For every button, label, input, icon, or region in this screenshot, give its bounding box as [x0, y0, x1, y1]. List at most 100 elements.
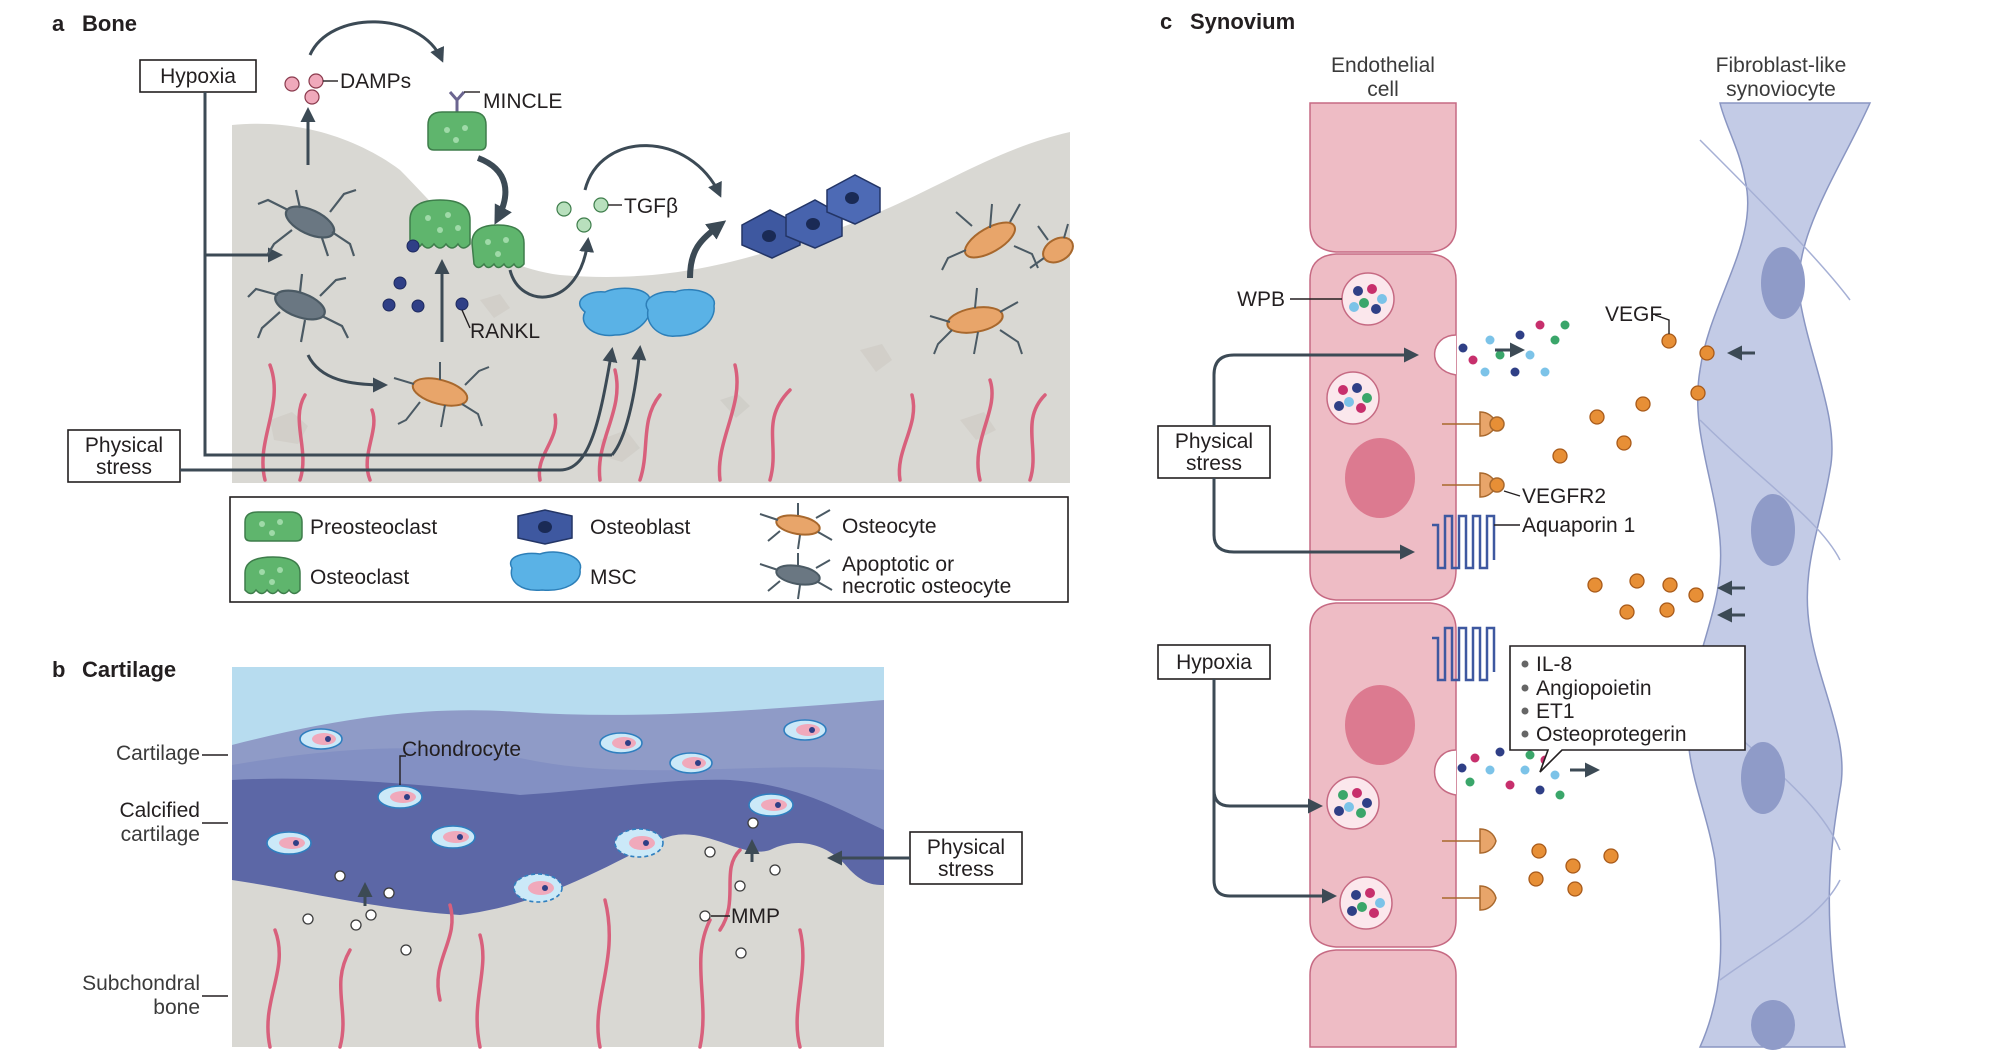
panel-b: b Cartilage	[52, 657, 1023, 1049]
legend-preosteoclast-label: Preosteoclast	[310, 516, 437, 539]
apoptotic-to-osteocyte-arrow	[306, 354, 388, 393]
osteoblasts	[741, 174, 881, 259]
legend-osteoblast: Osteoblast	[517, 509, 691, 545]
legend-osteoclast: Osteoclast	[244, 556, 409, 595]
osteocyte-4	[1029, 223, 1074, 269]
apoptotic-osteocyte-1	[257, 188, 357, 257]
factor-item-0: IL-8	[1536, 653, 1572, 676]
osteocyte-1	[393, 362, 490, 428]
panel-a: a Bone Hypoxia	[52, 11, 1074, 603]
osteocyte-3	[929, 287, 1023, 355]
rankl-dots	[382, 239, 469, 313]
bone-physical-stress-line2: stress	[96, 456, 152, 479]
aquaporin-1-top	[1432, 514, 1496, 570]
cartilage-vessels	[266, 848, 805, 1049]
osteocyte-2	[941, 203, 1039, 271]
bone-hypoxia-box	[139, 59, 257, 93]
hypoxia-arrow-2	[203, 92, 612, 457]
fibroblast-label-1: Fibroblast-like	[1716, 54, 1847, 77]
damps-group: DAMPs	[284, 20, 445, 165]
fibroblast-label-2: synoviocyte	[1726, 78, 1836, 101]
legend-msc: MSC	[509, 551, 637, 591]
endothelial-cells	[1309, 102, 1457, 1048]
mincle-label: MINCLE	[483, 90, 562, 113]
factor-item-3: Osteoprotegerin	[1536, 723, 1687, 746]
bone-physical-stress-line1: Physical	[85, 434, 163, 457]
fls-nucleus-2	[1751, 494, 1795, 566]
exocytosis-1	[1433, 320, 1570, 377]
synovium-hypoxia-label: Hypoxia	[1176, 651, 1252, 674]
synovium-stress-arrow-2	[1212, 478, 1415, 560]
tgfb-label: TGFβ	[624, 195, 678, 218]
calcified-label-2: cartilage	[121, 823, 200, 846]
legend-box	[229, 496, 1069, 603]
legend-osteocyte: Osteocyte	[759, 503, 937, 550]
panel-c: c Synovium Endothelial cell Fibroblast-l…	[1157, 9, 1872, 1050]
chondrocyte-label: Chondrocyte	[402, 738, 521, 761]
msc-arrow	[687, 220, 727, 279]
synovium-physical-stress-line1: Physical	[1175, 430, 1253, 453]
subchondral-label-2: bone	[153, 996, 200, 1019]
cartilage-physical-stress-line1: Physical	[927, 836, 1005, 859]
vegfr2-label: VEGFR2	[1522, 485, 1606, 508]
msc-cells	[578, 220, 727, 337]
endothelial-label-2: cell	[1367, 78, 1399, 101]
synovium-physical-stress-box	[1157, 425, 1271, 479]
stress-arrow-2	[610, 345, 647, 456]
nucleus-1	[1345, 438, 1415, 518]
aquaporin-label: Aquaporin 1	[1522, 514, 1635, 537]
nucleus-2	[1345, 685, 1415, 765]
legend-osteoclast-label: Osteoclast	[310, 566, 409, 589]
damps-curve-arrow	[308, 20, 445, 63]
wpb-label: WPB	[1237, 288, 1285, 311]
fls-nucleus-1	[1761, 247, 1805, 319]
fls-nucleus-3	[1741, 742, 1785, 814]
aquaporin-1-bottom	[1432, 626, 1496, 682]
rankl-label: RANKL	[470, 320, 540, 343]
legend-preosteoclast: Preosteoclast	[244, 511, 437, 542]
legend-osteocyte-label: Osteocyte	[842, 515, 937, 538]
synovium-physical-stress-line2: stress	[1186, 452, 1242, 475]
osteoclast-2	[471, 224, 525, 269]
endothelial-label-1: Endothelial	[1331, 54, 1435, 77]
stress-arrow-1	[180, 347, 618, 472]
wpb-vesicles	[1326, 272, 1395, 930]
damps-label: DAMPs	[340, 70, 411, 93]
vegf-label: VEGF	[1605, 303, 1662, 326]
synovium-hypoxia-arrow-2	[1212, 790, 1337, 904]
mincle-preosteoclast: MINCLE	[427, 90, 562, 225]
panel-b-letter: b	[52, 657, 65, 682]
calcified-label-1: Calcified	[119, 799, 200, 822]
legend-apoptotic: Apoptotic or necrotic osteocyte	[759, 553, 1011, 600]
factor-item-2: ET1	[1536, 700, 1575, 723]
factor-item-1: Angiopoietin	[1536, 677, 1652, 700]
legend-osteoblast-label: Osteoblast	[590, 516, 691, 539]
mmp-dots	[302, 817, 781, 959]
panel-a-letter: a	[52, 11, 65, 36]
panel-c-title: Synovium	[1190, 9, 1295, 34]
factors-list: IL-8 Angiopoietin ET1 Osteoprotegerin	[1521, 653, 1687, 746]
cartilage-physical-stress-line2: stress	[938, 858, 994, 881]
subchondral-label-1: Subchondral	[82, 972, 200, 995]
legend-msc-label: MSC	[590, 566, 637, 589]
apoptotic-osteocyte-2	[247, 273, 349, 343]
legend-apoptotic-line2: necrotic osteocyte	[842, 575, 1011, 598]
synovium-hypoxia-arrow-1	[1212, 679, 1323, 814]
subchondral-bone	[232, 834, 884, 1047]
synovium-stress-arrow-1	[1212, 347, 1419, 426]
tgfb-curve-arrow	[583, 144, 722, 198]
bone-physical-stress-box	[67, 429, 181, 483]
synovium-hypoxia-box	[1157, 644, 1271, 680]
panel-a-title: Bone	[82, 11, 137, 36]
legend-apoptotic-line1: Apoptotic or	[842, 553, 954, 576]
mincle-arrow	[476, 155, 512, 225]
fibroblast-cell	[1686, 102, 1872, 1048]
bone-hypoxia-label: Hypoxia	[160, 65, 236, 88]
mmp-label: MMP	[731, 905, 780, 928]
vegf-dots	[1528, 333, 1715, 897]
vegfr2-receptors	[1442, 411, 1505, 911]
factors-callout	[1509, 645, 1746, 773]
chondrocytes	[266, 719, 827, 903]
panel-c-letter: c	[1160, 9, 1172, 34]
